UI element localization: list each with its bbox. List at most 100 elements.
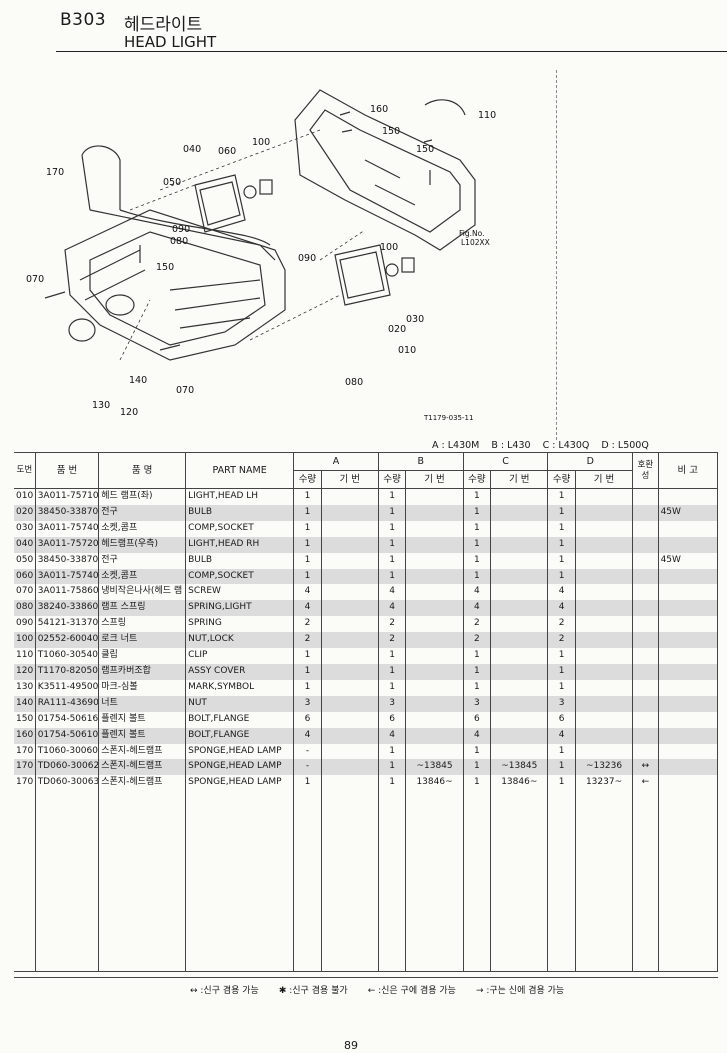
row-name-en: CLIP [185,648,295,664]
row-b-serial [405,648,464,664]
parts-table: 도번 품 번 품 명 PART NAME A B C D 호환성 비 고 수량 … [14,452,719,973]
row-b-serial [405,743,464,760]
row-remarks [658,711,719,728]
table-bottom-rule [14,977,718,978]
row-name-en: COMP,SOCKET [185,520,295,537]
col-c-qty: 수량 [463,470,492,489]
row-part-no: 38240-33860 [35,600,100,617]
callout-100-left: 100 [252,137,270,148]
row-b-qty: 1 [378,663,407,680]
col-group-d-header: D [547,452,634,471]
callout-070-left: 070 [26,274,44,285]
row-name-en: ASSY COVER [185,663,295,680]
callout-050: 050 [163,177,181,188]
row-a-serial [321,695,379,712]
left-socket [243,185,257,199]
col-no-header: 도번 [14,452,36,489]
row-a-qty: 4 [293,600,322,617]
callout-170: 170 [46,167,64,178]
row-d-qty: 4 [547,600,576,617]
row-c-qty: 1 [463,663,492,680]
row-part-no: 38450-33870 [35,552,100,569]
row-b-qty: 1 [378,743,407,760]
row-c-serial [490,616,549,633]
row-b-serial [405,600,464,617]
row-b-serial [405,552,464,569]
empty-cell [405,791,464,973]
table-header-row-2: 수량 기 번 수량 기 번 수량 기 번 수량 기 번 [14,470,718,489]
row-no: 090 [14,616,36,633]
row-d-qty: 1 [547,679,576,696]
row-d-serial [575,600,634,617]
row-no: 030 [14,520,36,537]
row-a-qty: 1 [293,488,322,505]
col-remarks-header: 비 고 [658,452,719,489]
callout-160: 160 [370,104,388,115]
row-c-qty: 1 [463,759,492,776]
row-name-en: BULB [185,552,295,569]
empty-cell [293,791,322,973]
row-a-qty: 3 [293,695,322,712]
empty-cell [575,791,634,973]
row-c-serial [490,488,549,505]
row-name-kr: 전구 [98,504,187,521]
row-name-en: COMP,SOCKET [185,568,295,585]
row-b-serial: ~13845 [405,759,464,776]
row-remarks [658,488,719,505]
row-d-qty: 1 [547,568,576,585]
section-title-korean: 헤드라이트 [124,15,203,35]
row-b-qty: 1 [378,648,407,664]
row-name-kr: 스폰지-헤드램프 [98,743,187,760]
row-d-qty: 4 [547,727,576,744]
row-b-serial [405,568,464,585]
row-no: 150 [14,711,36,728]
row-name-kr: 전구 [98,552,187,569]
empty-cell [547,791,576,973]
col-c-serial: 기 번 [490,470,549,489]
row-interchange: ← [632,775,659,792]
row-no: 140 [14,695,36,712]
page-number: 89 [344,1039,358,1052]
row-interchange [632,743,659,760]
row-c-serial [490,600,549,617]
bolt-lines [44,139,433,351]
row-name-kr: 클립 [98,648,187,664]
row-c-serial [490,536,549,553]
row-remarks [658,648,719,664]
row-a-serial [321,600,379,617]
legend-both-ways: ↔ :신구 겸용 가능 [190,986,259,996]
model-b: B : L430 [491,440,531,451]
row-remarks [658,600,719,617]
row-interchange [632,648,659,664]
row-no: 080 [14,600,36,617]
row-remarks [658,775,719,792]
row-name-kr: 마크-심볼 [98,679,187,696]
row-name-kr: 로크 너트 [98,632,187,649]
row-no: 040 [14,536,36,553]
col-b-qty: 수량 [378,470,407,489]
row-c-serial [490,552,549,569]
row-no: 170 [14,759,36,776]
row-b-serial [405,727,464,744]
row-remarks [658,727,719,744]
row-interchange [632,584,659,601]
rail-cross-bar [119,209,271,246]
row-name-kr: 스프링 [98,616,187,633]
row-a-serial [321,759,379,776]
row-a-serial [321,648,379,664]
row-name-kr: 램프카버조합 [98,663,187,680]
row-c-qty: 1 [463,743,492,760]
diagram-divider [556,70,557,440]
row-remarks [658,568,719,585]
row-a-qty: 2 [293,616,322,633]
row-d-qty: 1 [547,759,576,776]
row-d-qty: 1 [547,743,576,760]
row-part-no: T1060-30060 [35,743,100,760]
callout-140: 140 [129,375,147,386]
row-a-serial [321,520,379,537]
row-b-serial [405,663,464,680]
